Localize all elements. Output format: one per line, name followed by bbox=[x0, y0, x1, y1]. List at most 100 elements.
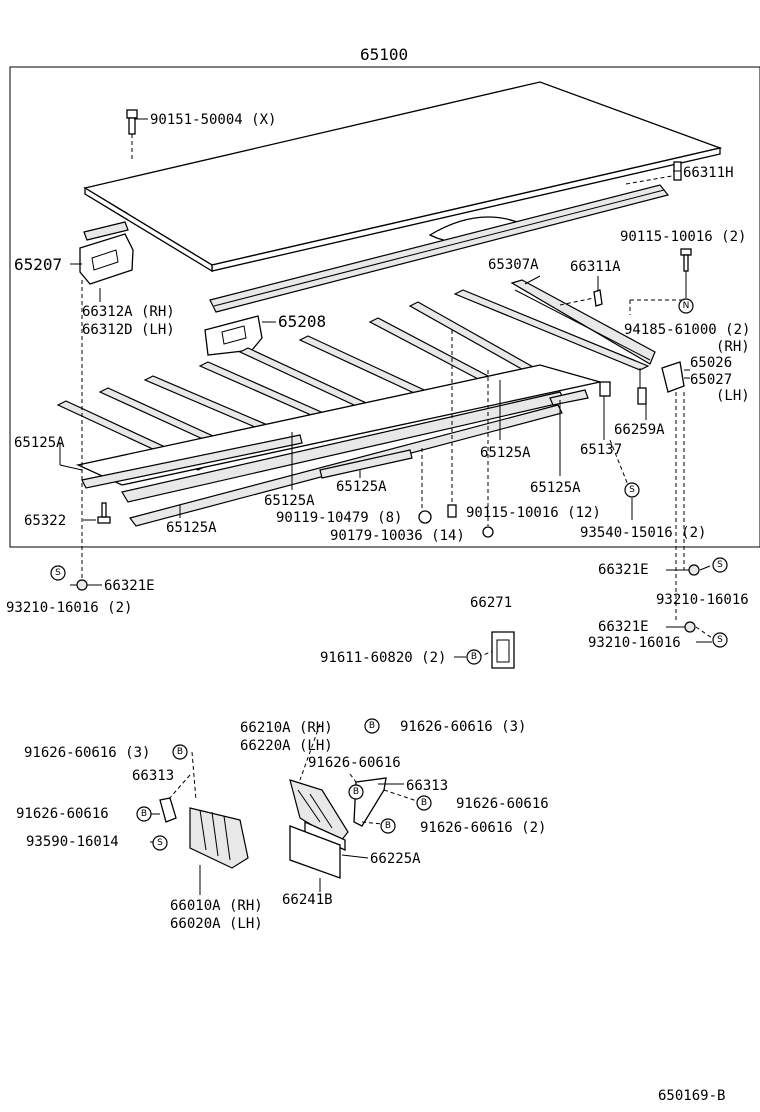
svg-text:B: B bbox=[177, 747, 183, 757]
bolt-90115 bbox=[680, 248, 692, 272]
label-65027: 65027 bbox=[690, 372, 732, 388]
assembly-frame bbox=[9, 66, 760, 548]
svg-text:S: S bbox=[55, 568, 61, 578]
label-93210-1: 93210-16016 (2) bbox=[6, 600, 132, 616]
symbol-s-1: S bbox=[50, 565, 66, 581]
label-66220A: 66220A (LH) bbox=[240, 738, 333, 754]
mudguard-66010A bbox=[150, 751, 249, 895]
label-66321E-1: 66321E bbox=[104, 578, 155, 594]
label-65125A-4: 65125A bbox=[530, 480, 581, 496]
label-65307A: 65307A bbox=[488, 257, 539, 273]
symbol-n-13: N bbox=[678, 298, 694, 314]
label-93540: 93540-15016 (2) bbox=[580, 525, 706, 541]
label-rh-1: (RH) bbox=[716, 339, 750, 355]
svg-text:B: B bbox=[141, 809, 147, 819]
bracket-65208 bbox=[204, 315, 263, 356]
label-91626d: 91626-60616 bbox=[16, 806, 109, 822]
symbol-s-2: S bbox=[624, 482, 640, 498]
symbol-markers: S S S S S B B B B B B B N bbox=[50, 298, 728, 851]
symbol-b-12: B bbox=[380, 818, 396, 834]
label-90179: 90179-10036 (14) bbox=[330, 528, 465, 544]
label-650169: 650169-B bbox=[658, 1088, 725, 1104]
floor-panel-65100 bbox=[83, 81, 723, 273]
symbol-b-7: B bbox=[136, 806, 152, 822]
label-65208: 65208 bbox=[278, 312, 326, 331]
label-65322: 65322 bbox=[24, 513, 66, 529]
label-91626c: 91626-60616 bbox=[308, 755, 401, 771]
label-66311A: 66311A bbox=[570, 259, 621, 275]
svg-text:S: S bbox=[717, 635, 723, 645]
label-65100: 65100 bbox=[360, 45, 408, 64]
bracket-66271 bbox=[491, 631, 515, 669]
svg-text:B: B bbox=[353, 787, 359, 797]
label-66312D: 66312D (LH) bbox=[82, 322, 175, 338]
pin-66311A bbox=[593, 289, 603, 307]
svg-text:B: B bbox=[421, 798, 427, 808]
rear-sill-rail bbox=[209, 184, 670, 313]
leader-lines bbox=[59, 118, 713, 658]
label-94185: 94185-61000 (2) bbox=[624, 322, 750, 338]
label-91626f: 91626-60616 (2) bbox=[420, 820, 546, 836]
label-65137: 65137 bbox=[580, 442, 622, 458]
label-65125A-3: 65125A bbox=[336, 479, 387, 495]
svg-text:S: S bbox=[157, 838, 163, 848]
svg-text:B: B bbox=[471, 652, 477, 662]
part-labels: 65100 90151-50004 (X) 66311H 90115-10016… bbox=[6, 45, 750, 1104]
label-65207: 65207 bbox=[14, 255, 62, 274]
label-66259A: 66259A bbox=[614, 422, 665, 438]
label-90115a: 90115-10016 (2) bbox=[620, 229, 746, 245]
symbol-b-11: B bbox=[416, 795, 432, 811]
symbol-s-3: S bbox=[712, 557, 728, 573]
symbol-s-4: S bbox=[712, 632, 728, 648]
label-93210-3: 93210-16016 bbox=[588, 635, 681, 651]
svg-text:B: B bbox=[385, 821, 391, 831]
symbol-b-8: B bbox=[172, 744, 188, 760]
nut-66321E-2 bbox=[688, 564, 700, 576]
label-93590: 93590-16014 bbox=[26, 834, 119, 850]
svg-text:B: B bbox=[369, 721, 375, 731]
svg-text:S: S bbox=[629, 485, 635, 495]
label-65125A-1: 65125A bbox=[14, 435, 65, 451]
cross-member-9 bbox=[453, 289, 650, 371]
latch-65026 bbox=[661, 361, 685, 393]
bolt-65322 bbox=[97, 502, 111, 524]
label-91626b: 91626-60616 (3) bbox=[24, 745, 150, 761]
nut-66321E-3 bbox=[684, 621, 696, 633]
spacer-66259A bbox=[637, 387, 647, 405]
label-93210-2: 93210-16016 bbox=[656, 592, 749, 608]
label-66020A: 66020A (LH) bbox=[170, 916, 263, 932]
label-66010A: 66010A (RH) bbox=[170, 898, 263, 914]
symbol-s-5: S bbox=[152, 835, 168, 851]
bracket-65137 bbox=[599, 381, 611, 397]
symbol-b-6: B bbox=[466, 649, 482, 665]
svg-text:S: S bbox=[717, 560, 723, 570]
label-66271: 66271 bbox=[470, 595, 512, 611]
label-66313a: 66313 bbox=[132, 768, 174, 784]
label-91626e: 91626-60616 bbox=[456, 796, 549, 812]
label-65125A-6: 65125A bbox=[166, 520, 217, 536]
label-90115b: 90115-10016 (12) bbox=[466, 505, 601, 521]
label-91626a: 91626-60616 (3) bbox=[400, 719, 526, 735]
label-65125A-5: 65125A bbox=[264, 493, 315, 509]
label-66225A: 66225A bbox=[370, 851, 421, 867]
label-66313b: 66313 bbox=[406, 778, 448, 794]
side-sill-65307A bbox=[510, 279, 656, 365]
label-65125A-2: 65125A bbox=[480, 445, 531, 461]
label-66321E-2: 66321E bbox=[598, 562, 649, 578]
bolt-90151 bbox=[126, 109, 138, 135]
label-65026: 65026 bbox=[690, 355, 732, 371]
label-90119: 90119-10479 (8) bbox=[276, 510, 402, 526]
label-66312A: 66312A (RH) bbox=[82, 304, 175, 320]
svg-text:N: N bbox=[683, 301, 690, 311]
nut-66321E-1 bbox=[76, 579, 88, 591]
label-91611: 91611-60820 (2) bbox=[320, 650, 446, 666]
label-66321E-3: 66321E bbox=[598, 619, 649, 635]
label-66311H: 66311H bbox=[683, 165, 734, 181]
label-lh-1: (LH) bbox=[716, 388, 750, 404]
front-rail-left bbox=[83, 221, 129, 241]
symbol-b-10: B bbox=[348, 784, 364, 800]
label-66210A: 66210A (RH) bbox=[240, 720, 333, 736]
label-90151: 90151-50004 (X) bbox=[150, 112, 276, 128]
symbol-b-9: B bbox=[364, 718, 380, 734]
